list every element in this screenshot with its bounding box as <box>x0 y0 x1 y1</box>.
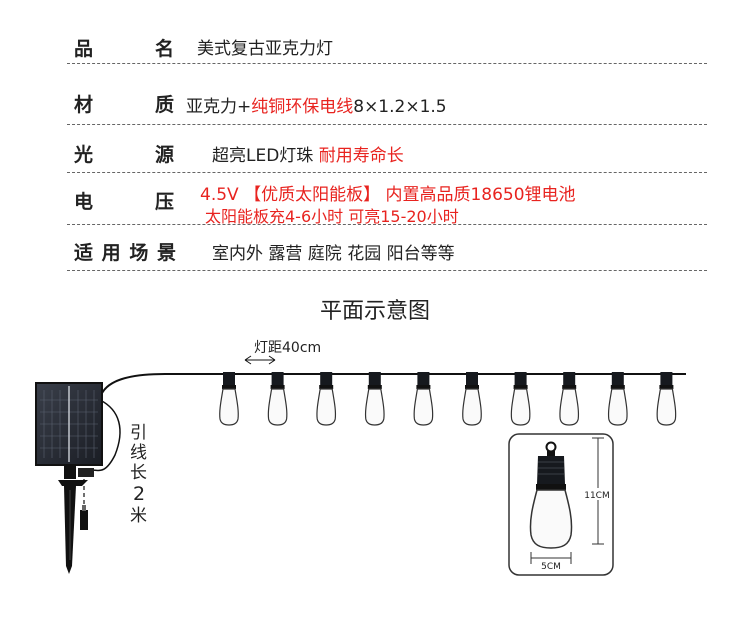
spec-label-usage: 适 用 场 景 <box>74 242 176 264</box>
diagram-title: 平面示意图 <box>319 299 430 324</box>
bulb <box>364 372 385 426</box>
bulb <box>462 372 482 426</box>
main-cable <box>99 373 686 399</box>
spec-value-name: 美式复古亚克力灯 <box>197 39 333 59</box>
divider <box>67 124 707 125</box>
spec-value-usage: 室内外 露营 庭院 花园 阳台等等 <box>212 244 455 264</box>
spec-value-voltage-line1: 4.5V 【优质太阳能板】 内置高品质18650锂电池 <box>200 185 576 205</box>
svg-text:线: 线 <box>130 443 147 463</box>
divider <box>67 270 707 271</box>
spec-label-voltage: 电 压 <box>74 191 174 213</box>
spec-label-material: 材 质 <box>74 94 174 116</box>
spec-label-name: 品 名 <box>74 38 174 60</box>
solar-panel <box>35 382 103 574</box>
bulb <box>559 372 580 426</box>
divider <box>67 224 707 225</box>
svg-text:长: 长 <box>130 463 147 483</box>
bulb <box>267 372 288 426</box>
bulb <box>656 372 677 426</box>
bulb-detail: 11CM 5CM <box>508 433 614 576</box>
bulb-height-label: 11CM <box>584 491 610 501</box>
bulb-string <box>219 372 677 426</box>
divider <box>67 63 707 64</box>
bulb <box>607 372 628 426</box>
bulb-width-label: 5CM <box>541 562 561 572</box>
bulb <box>413 372 434 426</box>
spec-value-light-source: 超亮LED灯珠 耐用寿命长 <box>212 146 404 166</box>
svg-text:2: 2 <box>133 483 145 505</box>
spacing-indicator <box>244 355 276 365</box>
bulb-spacing-label: 灯距40cm <box>254 340 321 356</box>
svg-text:引: 引 <box>130 423 147 443</box>
spec-value-material: 亚克力+纯铜环保电线8×1.2×1.5 <box>186 97 447 117</box>
bulb <box>316 372 337 426</box>
lead-cable <box>91 399 121 472</box>
bulb <box>510 372 531 426</box>
divider <box>67 172 707 173</box>
svg-text:米: 米 <box>130 506 147 526</box>
spec-label-light-source: 光 源 <box>74 144 174 166</box>
cable-length-label: 引 线 长 2 米 <box>130 423 147 526</box>
bulb <box>219 372 239 426</box>
spec-value-voltage-line2: 太阳能板充4-6小时 可亮15-20小时 <box>205 207 459 226</box>
